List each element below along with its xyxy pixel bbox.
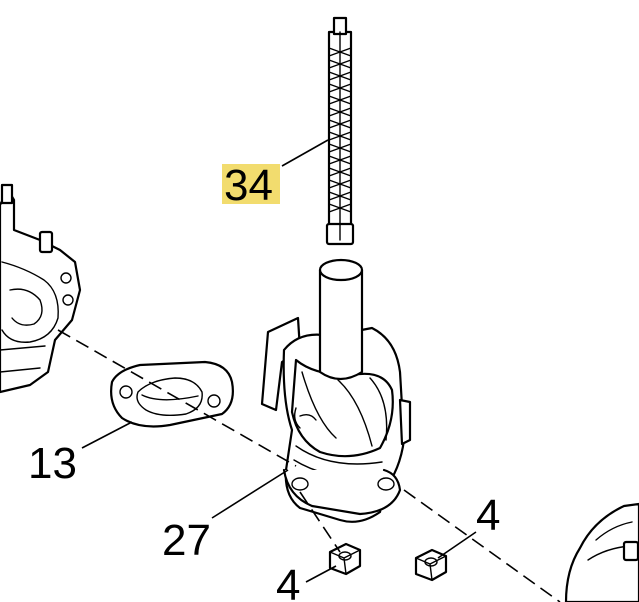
- carburetor-partial-icon: [0, 183, 82, 394]
- callout-4-left: 4: [276, 561, 300, 602]
- air-intake-elbow-icon: [260, 258, 412, 523]
- callout-13: 13: [28, 439, 77, 488]
- callout-4-right: 4: [476, 491, 500, 540]
- fuel-filter-icon: [325, 16, 355, 246]
- hex-nut-left-icon: [328, 542, 362, 576]
- callout-34-highlight: [222, 164, 280, 204]
- callout-34: 34: [224, 161, 273, 210]
- callout-27: 27: [162, 516, 211, 565]
- leader-lines: [81, 139, 477, 583]
- assembly-axis-lines: [57, 329, 561, 602]
- air-filter-housing-partial-icon: [564, 502, 639, 602]
- hex-nut-right-icon: [414, 548, 448, 582]
